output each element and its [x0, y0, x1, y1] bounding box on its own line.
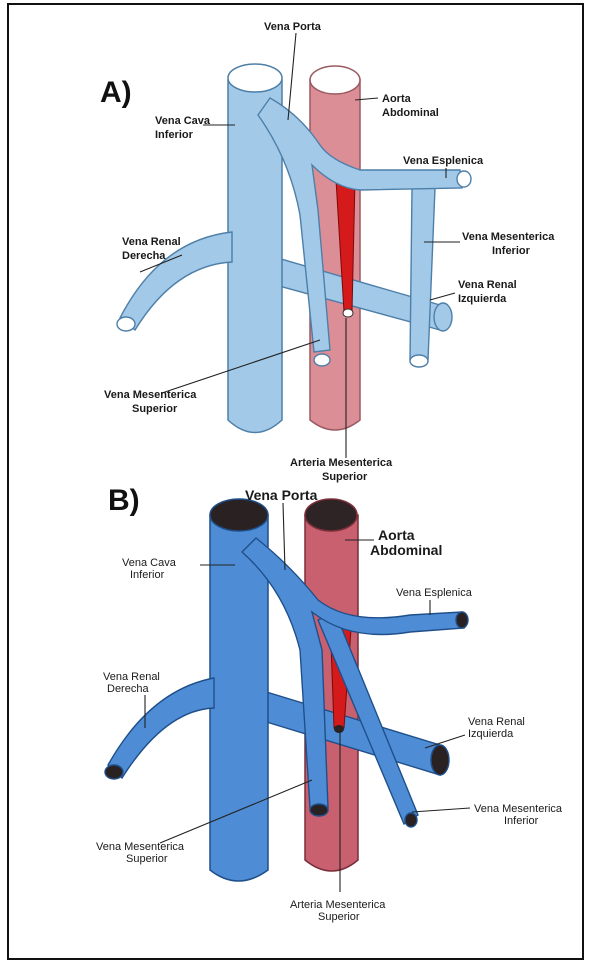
label-cava-a-1: Vena Cava	[155, 115, 211, 127]
label-vena-porta-a: Vena Porta	[264, 21, 322, 33]
label-cava-b-2: Inferior	[130, 569, 165, 581]
label-mes-inf-a-1: Vena Mesenterica	[462, 231, 555, 243]
label-cava-a-2: Inferior	[155, 129, 194, 141]
label-aorta-a-2: Abdominal	[382, 107, 439, 119]
label-mes-sup-b-2: Superior	[126, 853, 168, 865]
label-aorta-a-1: Aorta	[382, 93, 412, 105]
label-art-mes-a-1: Arteria Mesenterica	[290, 457, 393, 469]
label-esplenica-b: Vena Esplenica	[396, 587, 473, 599]
label-renal-izq-a-1: Vena Renal	[458, 279, 517, 291]
label-mes-sup-a-1: Vena Mesenterica	[104, 389, 197, 401]
label-aorta-b-2: Abdominal	[370, 542, 442, 558]
label-mes-sup-b-1: Vena Mesenterica	[96, 841, 185, 853]
label-mes-inf-b-2: Inferior	[504, 815, 539, 827]
label-mes-inf-a-2: Inferior	[492, 245, 531, 257]
label-mes-sup-a-2: Superior	[132, 403, 178, 415]
label-art-mes-b-2: Superior	[318, 911, 360, 923]
panel-letter-b: B)	[108, 484, 140, 517]
label-renal-der-b-1: Vena Renal	[103, 671, 160, 683]
label-vena-porta-b: Vena Porta	[245, 487, 318, 503]
label-aorta-b-1: Aorta	[378, 527, 415, 543]
label-esplenica-a: Vena Esplenica	[403, 155, 484, 167]
label-art-mes-b-1: Arteria Mesenterica	[290, 899, 386, 911]
label-renal-der-b-2: Derecha	[107, 683, 149, 695]
label-mes-inf-b-1: Vena Mesenterica	[474, 803, 563, 815]
panel-letter-a: A)	[100, 76, 132, 109]
label-renal-izq-b-1: Vena Renal	[468, 716, 525, 728]
label-renal-izq-a-2: Izquierda	[458, 293, 507, 305]
label-cava-b-1: Vena Cava	[122, 557, 177, 569]
label-art-mes-a-2: Superior	[322, 471, 368, 483]
label-renal-der-a-1: Vena Renal	[122, 236, 181, 248]
label-renal-izq-b-2: Izquierda	[468, 728, 514, 740]
label-renal-der-a-2: Derecha	[122, 250, 166, 262]
